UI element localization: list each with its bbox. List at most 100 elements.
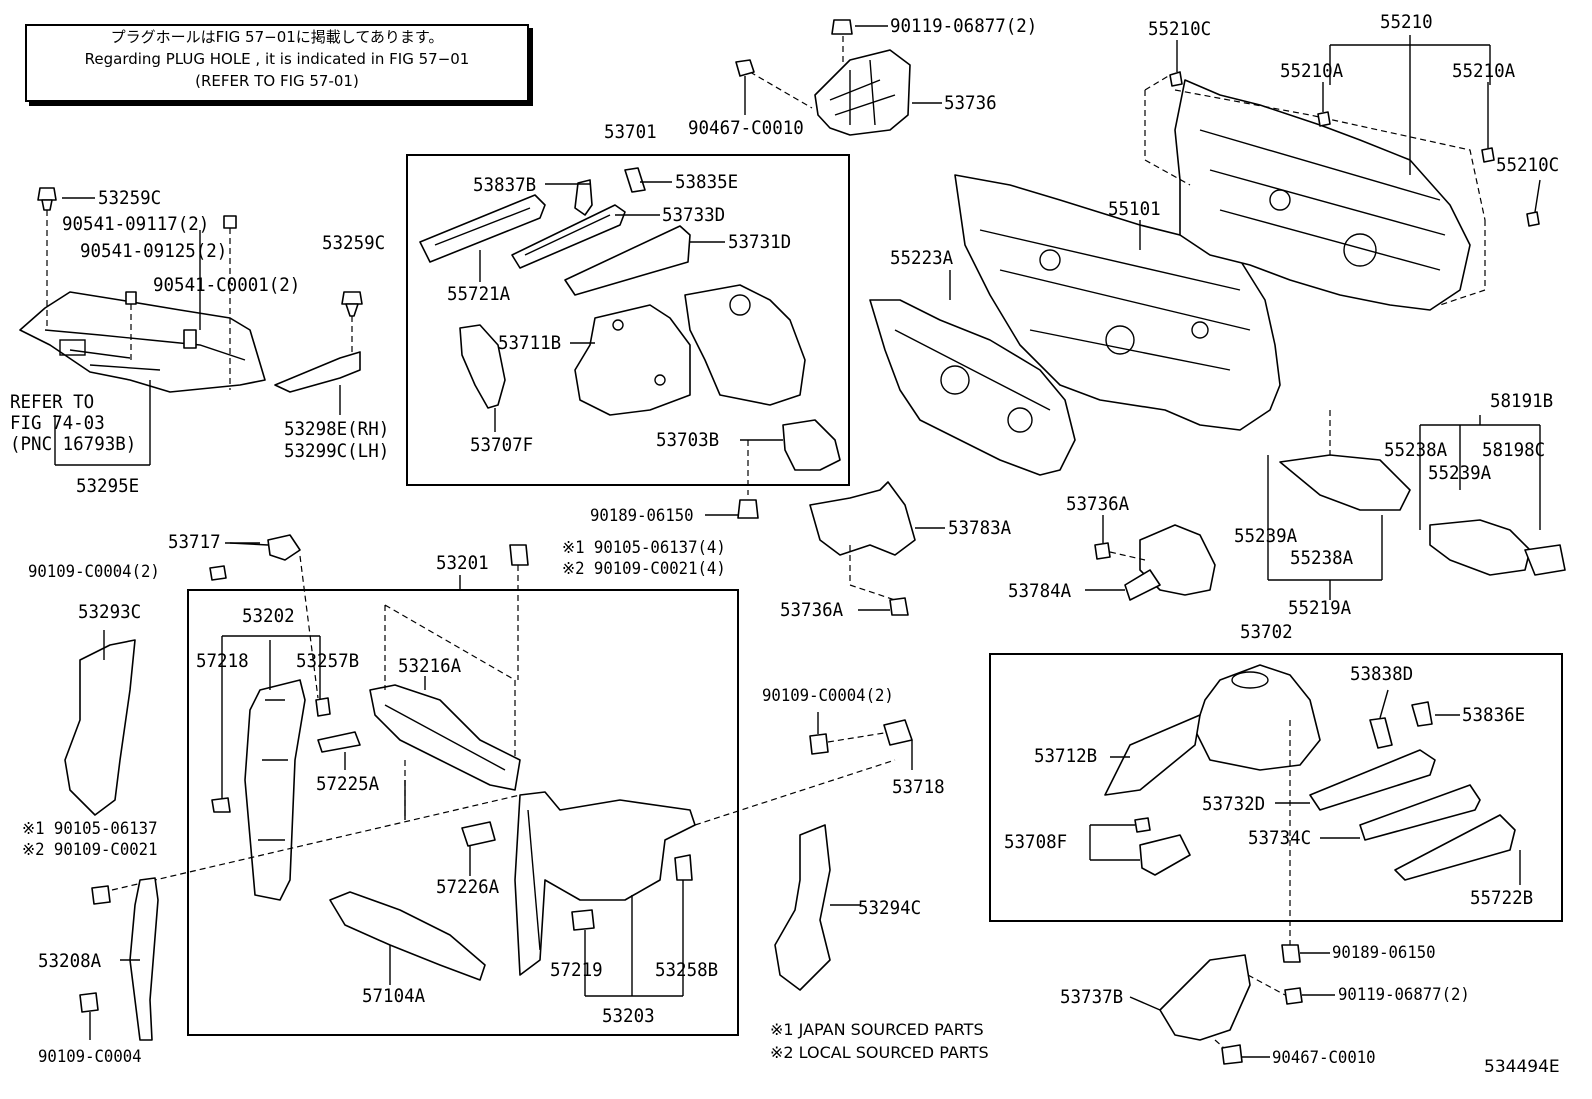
part-53736-bracket: [814, 49, 911, 136]
label-53258B[interactable]: 53258B: [655, 959, 719, 981]
label-53298E[interactable]: 53298E(RH): [284, 418, 390, 440]
label-90109-C0004[interactable]: 90109-C0004: [38, 1047, 142, 1067]
label-53708F[interactable]: 53708F: [1004, 831, 1068, 853]
label-53707F[interactable]: 53707F: [470, 434, 534, 456]
label-53784A[interactable]: 53784A: [1008, 580, 1072, 602]
label-90541-09117[interactable]: 90541-09117(2): [62, 213, 210, 235]
label-58198C[interactable]: 58198C: [1482, 439, 1546, 461]
label-55239A-a[interactable]: 55239A: [1428, 462, 1492, 484]
label-53703B[interactable]: 53703B: [656, 429, 720, 451]
label-53208A[interactable]: 53208A: [38, 950, 102, 972]
clip-90541-09125: [125, 291, 137, 305]
label-53201[interactable]: 53201: [436, 552, 489, 574]
part-53208A: [129, 877, 159, 1041]
label-55722B[interactable]: 55722B: [1470, 887, 1534, 909]
label-53711B[interactable]: 53711B: [498, 332, 562, 354]
label-53259C-b[interactable]: 53259C: [322, 232, 386, 254]
label-90109-C0021[interactable]: ※2 90109-C0021: [22, 840, 158, 860]
label-53838D[interactable]: 53838D: [1350, 663, 1414, 685]
label-53736A-a[interactable]: 53736A: [1066, 493, 1130, 515]
label-53293C[interactable]: 53293C: [78, 601, 142, 623]
label-53203[interactable]: 53203: [602, 1005, 655, 1027]
clip-53736A-a: [1094, 542, 1111, 560]
bolt-90109-C0004-a: [209, 565, 227, 581]
label-90105-06137[interactable]: ※1 90105-06137: [22, 819, 158, 839]
label-55239A-b[interactable]: 55239A: [1234, 525, 1298, 547]
label-53701[interactable]: 53701: [604, 121, 657, 143]
part-53734C: [1359, 784, 1481, 841]
label-53734C[interactable]: 53734C: [1248, 827, 1312, 849]
label-53836E[interactable]: 53836E: [1462, 704, 1526, 726]
label-53202[interactable]: 53202: [242, 605, 295, 627]
label-90189-06150-b[interactable]: 90189-06150: [1332, 943, 1436, 963]
clip-55210C-b: [1526, 211, 1540, 227]
label-58191B[interactable]: 58191B: [1490, 390, 1554, 412]
legend-japan-sourced: ※1 JAPAN SOURCED PARTS: [770, 1020, 984, 1039]
label-53732D[interactable]: 53732D: [1202, 793, 1266, 815]
label-53702[interactable]: 53702: [1240, 621, 1293, 643]
label-53837B[interactable]: 53837B: [473, 174, 537, 196]
label-55210[interactable]: 55210: [1380, 11, 1433, 33]
label-53733D[interactable]: 53733D: [662, 204, 726, 226]
label-53736[interactable]: 53736: [944, 92, 997, 114]
label-53737B[interactable]: 53737B: [1060, 986, 1124, 1008]
bolt-90119-06877-top: [831, 19, 853, 35]
group-box-53701: [406, 154, 850, 486]
label-55238A-b[interactable]: 55238A: [1290, 547, 1354, 569]
label-55223A[interactable]: 55223A: [890, 247, 954, 269]
label-55219A[interactable]: 55219A: [1288, 597, 1352, 619]
label-53731D[interactable]: 53731D: [728, 231, 792, 253]
part-53732D: [1309, 749, 1436, 811]
label-53216A[interactable]: 53216A: [398, 655, 462, 677]
label-55238A-a[interactable]: 55238A: [1384, 439, 1448, 461]
label-90189-06150-a[interactable]: 90189-06150: [590, 506, 694, 526]
label-53835E[interactable]: 53835E: [675, 171, 739, 193]
label-53259C-a[interactable]: 53259C: [98, 187, 162, 209]
label-53257B[interactable]: 53257B: [296, 650, 360, 672]
refer-line-3: (PNC 16793B): [10, 433, 137, 455]
label-53718[interactable]: 53718: [892, 776, 945, 798]
label-90109-C0004-2b[interactable]: 90109-C0004(2): [762, 686, 894, 706]
label-57226A[interactable]: 57226A: [436, 876, 500, 898]
label-53294C[interactable]: 53294C: [858, 897, 922, 919]
part-53733D: [511, 204, 626, 269]
part-53835E: [624, 167, 646, 193]
label-53295E[interactable]: 53295E: [76, 475, 140, 497]
label-90109-C0004-2a[interactable]: 90109-C0004(2): [28, 562, 160, 582]
label-55210A-a[interactable]: 55210A: [1280, 60, 1344, 82]
label-90119-06877-bot[interactable]: 90119-06877(2): [1338, 985, 1470, 1005]
label-55101[interactable]: 55101: [1108, 198, 1161, 220]
bolt-90109-C0004-b: [79, 992, 99, 1013]
label-55721A[interactable]: 55721A: [447, 283, 511, 305]
bolt-90119-06877-bot: [1284, 987, 1303, 1005]
label-90467-C0010-top[interactable]: 90467-C0010: [688, 117, 804, 139]
label-53736A-b[interactable]: 53736A: [780, 599, 844, 621]
label-90467-C0010-bot[interactable]: 90467-C0010: [1272, 1048, 1376, 1068]
label-53712B[interactable]: 53712B: [1034, 745, 1098, 767]
label-57218[interactable]: 57218: [196, 650, 249, 672]
part-53294C: [774, 824, 831, 991]
label-90119-06877-top[interactable]: 90119-06877(2): [890, 15, 1038, 37]
label-57219[interactable]: 57219: [550, 959, 603, 981]
part-57218: [211, 797, 231, 813]
part-55219A: [1279, 454, 1411, 511]
note-line-japanese: プラグホールはFIG 57−01に掲載してあります。: [110, 28, 444, 46]
label-90541-09125[interactable]: 90541-09125(2): [80, 240, 228, 262]
label-53783A[interactable]: 53783A: [948, 517, 1012, 539]
label-55210A-b[interactable]: 55210A: [1452, 60, 1516, 82]
label-90541-C0001[interactable]: 90541-C0001(2): [153, 274, 301, 296]
figure-number: 534494E: [1484, 1057, 1560, 1077]
clip-53259C-b: [341, 291, 363, 317]
plug-hole-note: プラグホールはFIG 57−01に掲載してあります。 Regarding PLU…: [25, 24, 529, 102]
label-57225A[interactable]: 57225A: [316, 773, 380, 795]
label-53717[interactable]: 53717: [168, 531, 221, 553]
clip-53736A-b: [889, 597, 909, 616]
label-53299C[interactable]: 53299C(LH): [284, 440, 390, 462]
label-57104A[interactable]: 57104A: [362, 985, 426, 1007]
part-53718: [883, 719, 913, 746]
label-90109-C0021-4[interactable]: ※2 90109-C0021(4): [562, 559, 726, 579]
label-90105-06137-4[interactable]: ※1 90105-06137(4): [562, 538, 726, 558]
label-55210C-b[interactable]: 55210C: [1496, 154, 1560, 176]
label-55210C-a[interactable]: 55210C: [1148, 18, 1212, 40]
